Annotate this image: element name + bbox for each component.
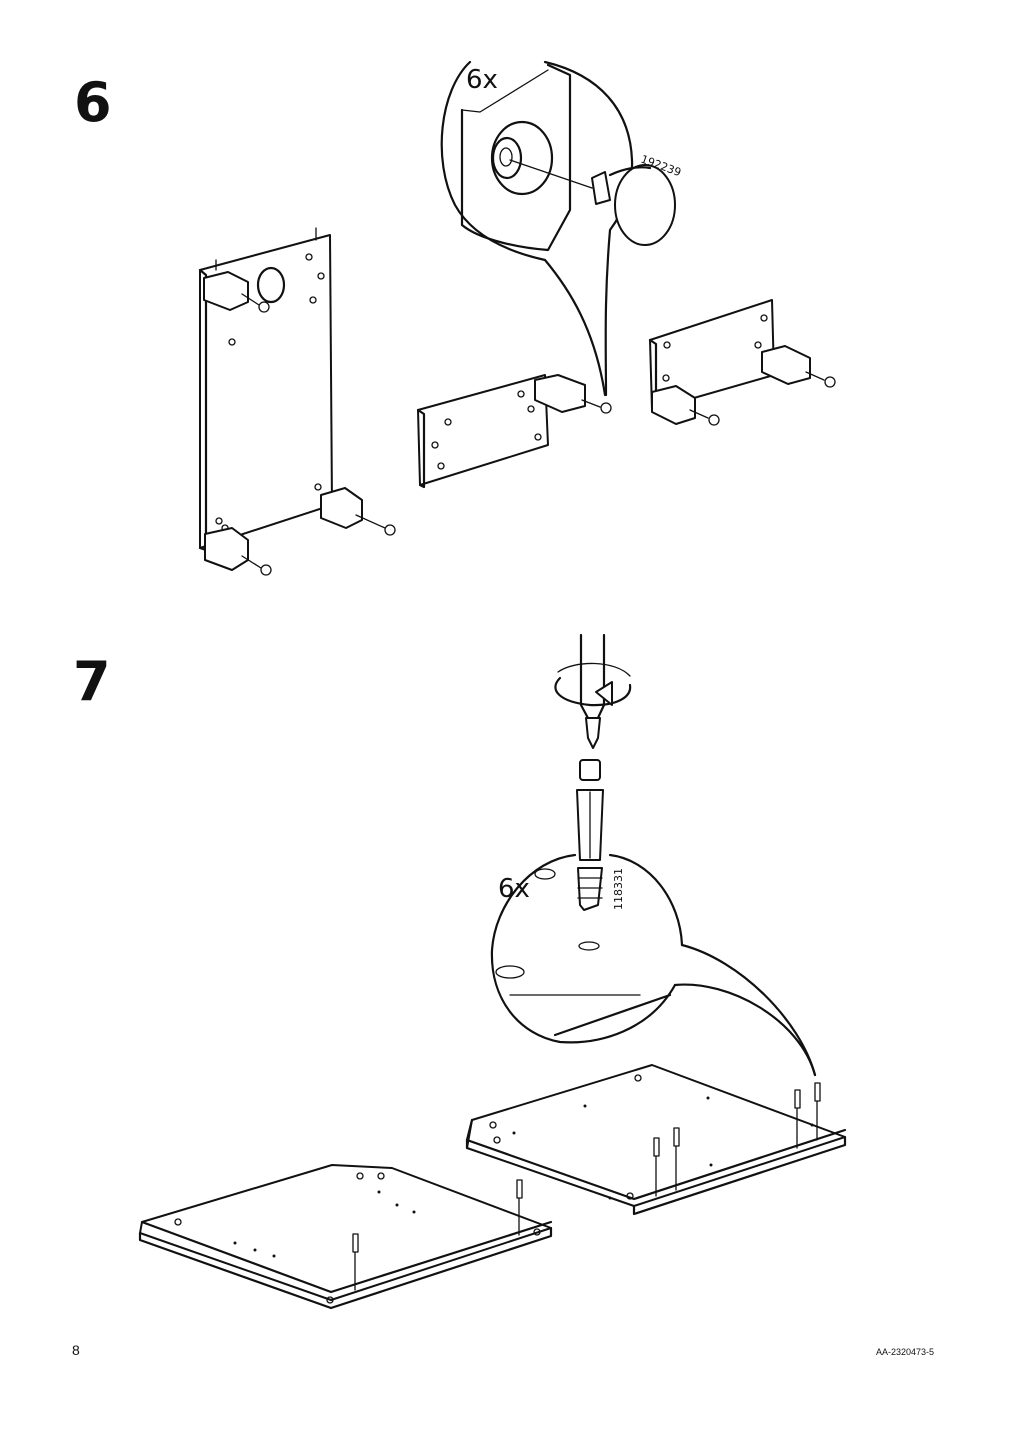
left-board — [138, 1164, 553, 1310]
step-7-part-number: 118331 — [612, 868, 625, 910]
right-panel — [648, 299, 836, 426]
middle-panel — [416, 374, 612, 489]
document-code: AA-2320473-5 — [876, 1347, 935, 1357]
side-panel — [198, 227, 396, 576]
dowel-detail-callout — [490, 853, 817, 1077]
step-6-illustration: 192239 — [198, 60, 836, 576]
right-board — [465, 1064, 847, 1216]
step-6-number: 6 — [74, 71, 112, 134]
page-number: 8 — [72, 1342, 80, 1358]
step-7-number: 7 — [73, 650, 111, 713]
step-6-quantity: 6x — [466, 65, 498, 95]
screwdriver-icon — [554, 633, 632, 749]
step-7-illustration: 118331 — [138, 633, 847, 1310]
foot-detail-callout: 192239 — [440, 60, 683, 397]
cam-dowel-part: 118331 — [576, 759, 625, 911]
